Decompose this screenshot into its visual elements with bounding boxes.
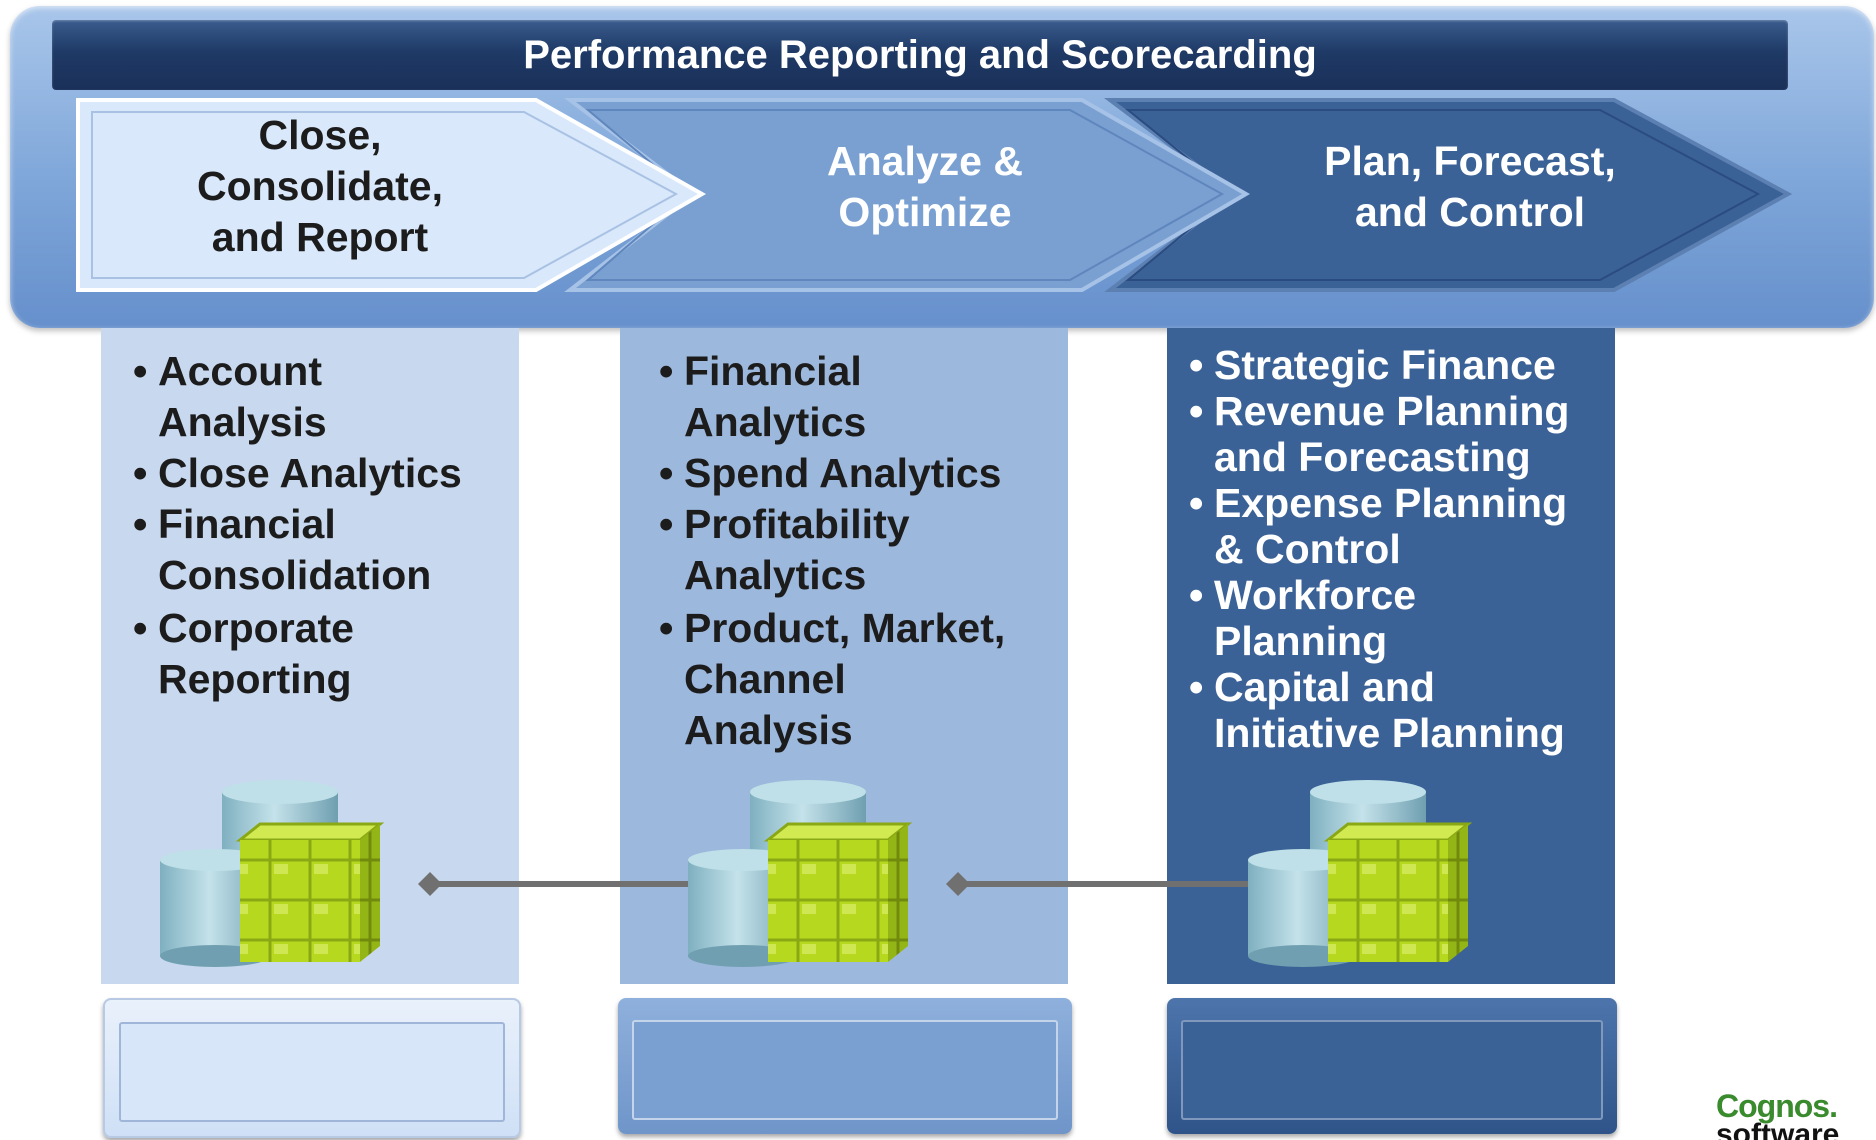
database-cube-icon (688, 780, 913, 967)
stage-chevron-close (76, 98, 707, 292)
database-cube-icon (1248, 780, 1473, 967)
list-item: Expense Planning& Control (1189, 480, 1609, 572)
logo-subtitle: software (1716, 1118, 1840, 1140)
stage-label-analyze: Analyze & Optimize (827, 138, 1023, 235)
stage-chevrons (76, 98, 1793, 292)
diamond-connector-icon (418, 872, 442, 896)
footer-box-analyze (618, 998, 1072, 1134)
logo-brand: Cognos. (1716, 1088, 1838, 1124)
database-cube-icon (160, 780, 385, 967)
list-item: Strategic Finance (1189, 342, 1609, 388)
page-title: Performance Reporting and Scorecarding (523, 32, 1317, 77)
diamond-connector-icon (946, 872, 970, 896)
list-item: Close Analytics (133, 448, 513, 499)
footer-box-plan (1167, 998, 1617, 1134)
footer-box-close (103, 998, 521, 1138)
stage-label-plan: Plan, Forecast, and Control (1324, 138, 1616, 235)
stage-label-close: Close, Consolidate, and Report (196, 112, 444, 260)
list-item: Spend Analytics (659, 448, 1059, 499)
title-bar: Performance Reporting and Scorecarding (52, 20, 1788, 90)
cognos-logo: Cognos. software (1716, 1088, 1876, 1140)
